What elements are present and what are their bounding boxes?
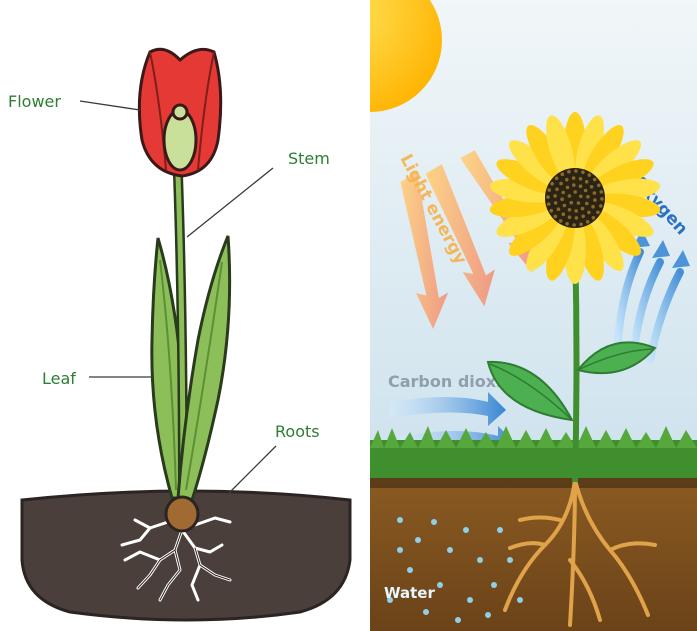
sunflower-seed [572,176,576,180]
sunflower-seed [579,195,583,199]
sunflower-seed [593,198,597,202]
sunflower-seed [567,170,571,174]
sunflower-seed [575,216,579,220]
sunflower-seed [584,189,588,193]
sunflower-seed [563,204,567,208]
sunflower-seed [585,180,589,184]
sunflower-seed [550,182,554,186]
sunflower-seed [586,220,590,224]
sunflower-seed [574,209,578,213]
sunflower-seed [557,207,561,211]
sunflower-seed [555,188,559,192]
sunflower-seed [579,177,583,181]
water-label: Water [384,584,435,602]
sunflower-seed [587,211,591,215]
sunflower-seed [562,212,566,216]
sunflower-seed [559,219,563,223]
soil [370,478,697,631]
sunflower-seed [554,215,558,219]
bulb [166,497,198,531]
tulip-illustration: Flower Stem Leaf Roots [0,0,370,631]
sunflower-seed [574,169,578,173]
plant-parts-diagram: Flower Stem Leaf Roots [0,0,370,631]
sunflower-seed [568,208,572,212]
sunflower-seed [546,195,550,199]
sunflower-seed [553,194,557,198]
sunflower-seed [593,191,597,195]
sunflower-seed [572,223,576,227]
roots-label: Roots [275,422,320,441]
sunflower-seed [579,184,583,188]
sunflower-seed [573,190,577,194]
sunflower-seed [566,186,570,190]
sunflower-seed [592,216,596,220]
sunflower-seed [559,182,563,186]
sunflower-seed [599,204,603,208]
sunflower-seed [585,202,589,206]
sunflower-seed [581,207,585,211]
sunflower-seed [597,184,601,188]
sunflower-seed [561,191,565,195]
sunflower-seed [588,173,592,177]
leaf-label: Leaf [42,369,76,388]
sunflower-seed [560,197,564,201]
sunflower-seed [591,205,595,209]
photosynthesis-diagram: Light energy Oxygen Carbon dioxide [370,0,697,631]
sunflower-seed [579,223,583,227]
sunflower-seed [554,201,558,205]
sunflower-seed [565,178,569,182]
sunflower-seed [565,222,569,226]
sunflower-seed [586,195,590,199]
sunflower-seed [590,185,594,189]
stem-label: Stem [288,149,330,168]
sunflower-seed [547,188,551,192]
sunflower-seed [547,202,551,206]
sunflower-seed [581,170,585,174]
sunflower-seed [561,172,565,176]
sunflower-seed [549,209,553,213]
sunflower-seed [596,211,600,215]
sunflower-seed [570,201,574,205]
sunflower-seed [577,201,581,205]
sunflower-seed [555,177,559,181]
sunflower-seed [593,178,597,182]
sunflower-seed [572,183,576,187]
sunflower-seed [568,194,572,198]
sunflower-seed [568,215,572,219]
flower-label: Flower [8,92,61,111]
photosynthesis-illustration: Light energy Oxygen Carbon dioxide [370,0,697,631]
sunflower-seed [600,190,604,194]
tulip-flower [139,49,220,176]
sunflower-seed [600,197,604,201]
sunflower-seed [581,215,585,219]
